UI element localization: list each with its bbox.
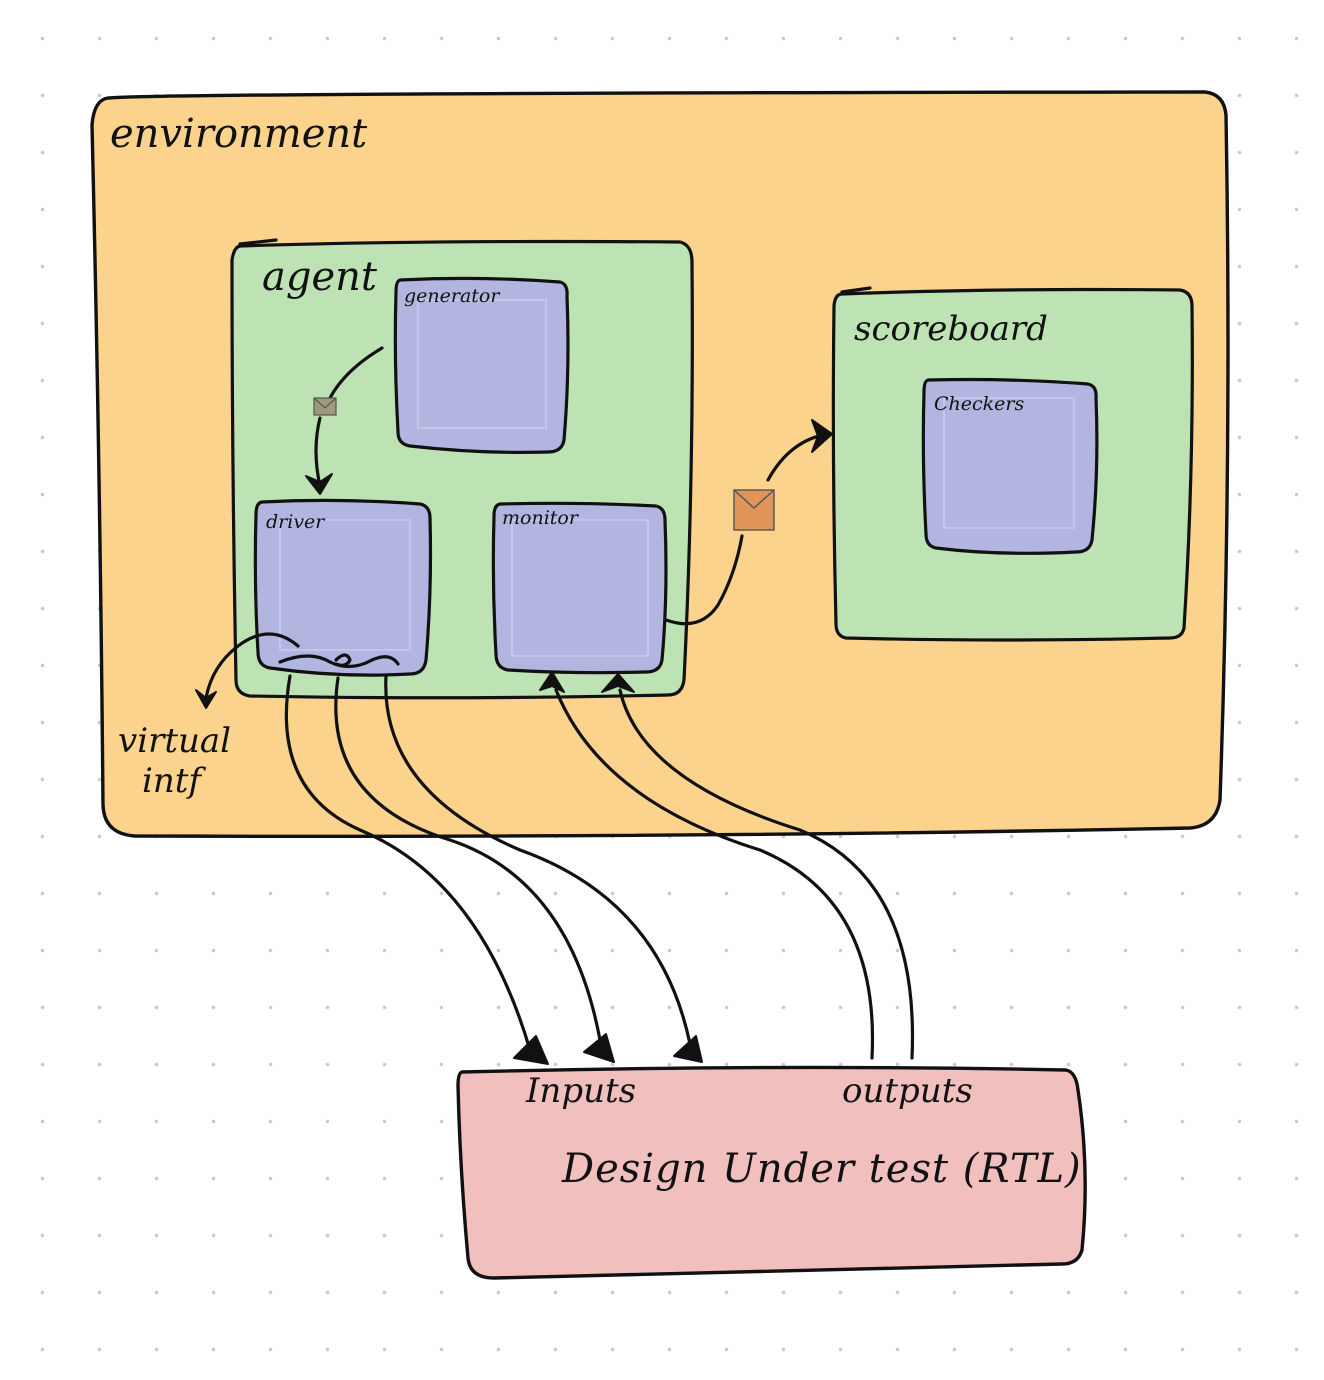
- monitor-block[interactable]: monitor: [491, 501, 668, 675]
- generator-block[interactable]: generator: [393, 276, 570, 454]
- output-to-monitor-wire-2: [618, 688, 915, 1060]
- agent-label: agent: [262, 254, 378, 300]
- scoreboard-arrowhead: [811, 419, 833, 453]
- output-to-monitor-wire-1: [554, 688, 875, 1060]
- checkers-label: Checkers: [934, 393, 1024, 415]
- driver-to-input-wire-1: [284, 674, 532, 1052]
- input-arrowhead-3: [673, 1035, 703, 1063]
- scoreboard-label: scoreboard: [854, 309, 1048, 349]
- dut-block[interactable]: Inputs outputs Design Under test (RTL): [456, 1065, 1087, 1280]
- generator-label: generator: [404, 285, 501, 307]
- dut-title: Design Under test (RTL): [561, 1146, 1082, 1192]
- virtual-intf-line1: virtual: [118, 721, 231, 761]
- virtual-intf-arrowhead: [195, 689, 217, 709]
- monitor-arrowhead-1: [539, 671, 565, 693]
- driver-arrowhead: [305, 473, 333, 495]
- environment-label: environment: [110, 111, 368, 157]
- dut-outputs-label: outputs: [842, 1071, 973, 1111]
- virtual-interface-label: virtual intf: [118, 721, 231, 801]
- driver-label: driver: [266, 511, 326, 533]
- virtual-intf-line2: intf: [142, 761, 206, 801]
- monitor-label: monitor: [502, 507, 580, 529]
- input-arrowhead-2: [583, 1033, 615, 1063]
- mailbox-to-driver-line: [314, 416, 322, 488]
- envelope-icon: [313, 397, 337, 416]
- envelope-icon: [733, 489, 775, 531]
- virtual-intf-wire: [278, 654, 400, 669]
- driver-to-input-wire-2: [334, 676, 602, 1042]
- generator-to-mailbox-line: [328, 346, 384, 400]
- virtual-intf-loop: [334, 653, 352, 667]
- dut-inputs-label: Inputs: [525, 1071, 636, 1111]
- monitor-arrowhead-2: [601, 673, 635, 693]
- driver-to-input-wire-3: [384, 674, 692, 1046]
- checkers-block[interactable]: Checkers: [921, 377, 1099, 555]
- input-arrowhead-1: [513, 1035, 549, 1065]
- driver-block[interactable]: driver: [253, 498, 433, 677]
- monitor-to-mailbox-line: [664, 534, 744, 626]
- virtual-intf-pointer-line: [204, 632, 300, 700]
